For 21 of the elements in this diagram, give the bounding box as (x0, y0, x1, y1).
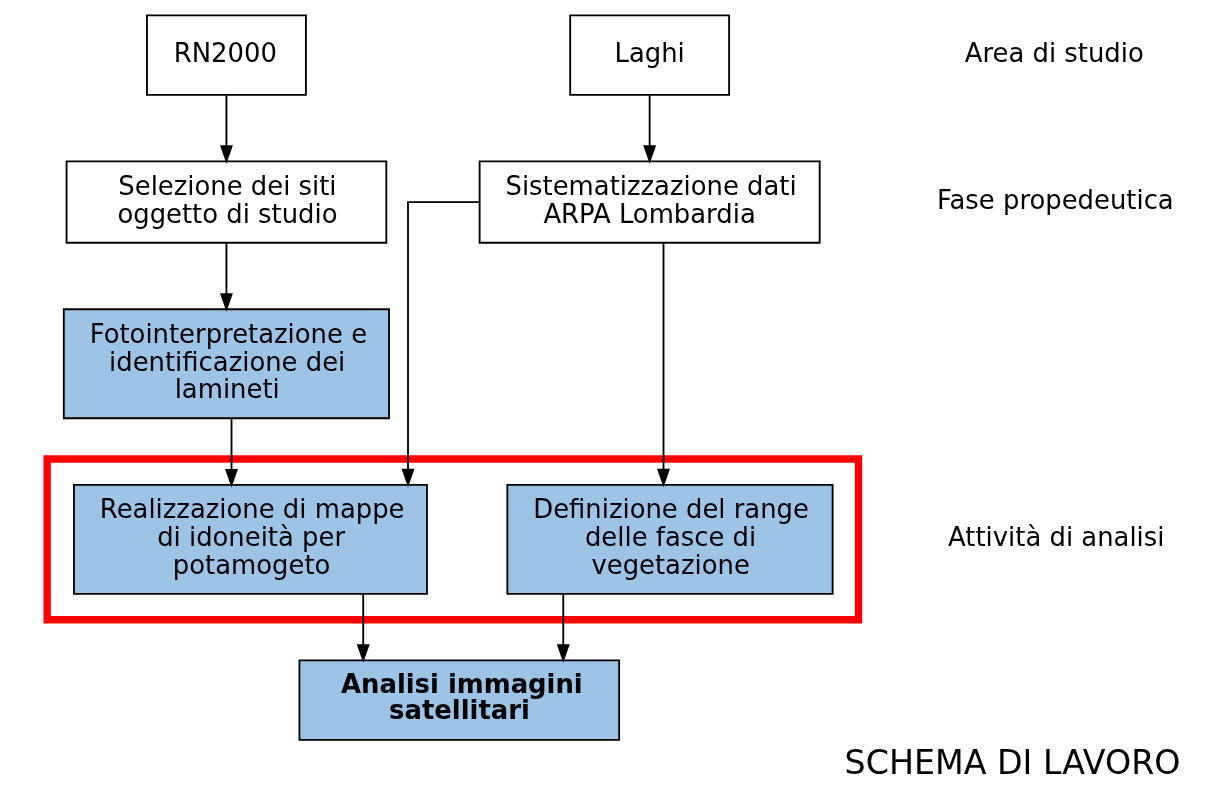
label: Fase propedeutica (937, 184, 1174, 215)
node-box: Laghi (569, 14, 731, 96)
caption: SCHEMA DI LAVORO (844, 742, 1181, 782)
arrow (225, 417, 238, 488)
node-box: Selezione dei siti oggetto di studio (65, 160, 388, 244)
arrow (556, 593, 570, 663)
arrow (657, 241, 670, 488)
node-box: RN2000 (146, 14, 307, 96)
label: Area di studio (964, 37, 1144, 68)
arrow (219, 241, 233, 312)
node-box: Fotointerpretazione e identificazione dei lamineti (62, 308, 390, 420)
node-box: Analisi immagini satellitari (298, 659, 621, 741)
node-box: Realizzazione di mappe di idoneità per potamogeto (73, 483, 428, 595)
arrow (219, 94, 233, 164)
arrow (356, 593, 370, 663)
label: Attività di analisi (948, 522, 1165, 553)
arrow (401, 201, 481, 488)
node-box: Sistematizzazione dati ARPA Lombardia (478, 160, 821, 244)
arrow (643, 94, 657, 164)
node-box: Definizione del range delle fasce di vegetazione (506, 483, 834, 595)
cluster (43, 455, 863, 624)
